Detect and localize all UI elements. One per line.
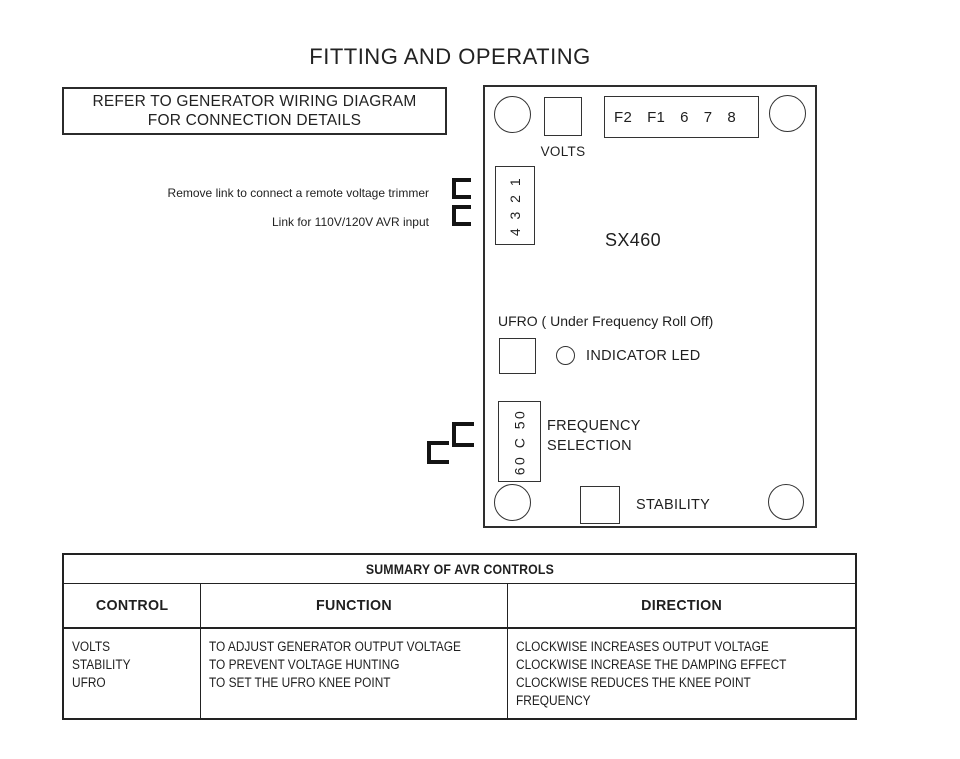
function-volts: TO ADJUST GENERATOR OUTPUT VOLTAGE — [209, 639, 461, 654]
model-label: SX460 — [605, 230, 662, 250]
page-title: FITTING AND OPERATING — [309, 44, 591, 69]
mounting-hole-top-right-icon — [769, 95, 806, 132]
header-function-label: FUNCTION — [316, 597, 392, 614]
frequency-selection-label: FREQUENCY SELECTION — [547, 416, 641, 456]
function-ufro: TO SET THE UFRO KNEE POINT — [209, 675, 391, 690]
indicator-led-icon — [556, 346, 575, 365]
frequency-terminal-labels: 60 C 50 — [511, 408, 528, 475]
mounting-hole-bottom-left-icon — [494, 484, 531, 521]
stability-potentiometer-icon — [580, 486, 620, 524]
control-column-cell: VOLTS STABILITY UFRO — [64, 629, 200, 718]
direction-column-cell: CLOCKWISE INCREASES OUTPUT VOLTAGE CLOCK… — [507, 629, 869, 718]
table-title-row: SUMMARY OF AVR CONTROLS — [64, 555, 855, 584]
header-cell-direction: DIRECTION — [507, 584, 855, 627]
ufro-heading: UFRO ( Under Frequency Roll Off) — [498, 313, 714, 329]
avr-input-link-note: Link for 110V/120V AVR input — [272, 215, 429, 229]
table-header-row: CONTROL FUNCTION DIRECTION — [64, 584, 855, 629]
wiring-notice-line2: FOR CONNECTION DETAILS — [147, 112, 362, 129]
header-cell-control: CONTROL — [64, 584, 200, 627]
control-volts: VOLTS — [72, 639, 111, 654]
table-title: SUMMARY OF AVR CONTROLS — [365, 561, 554, 577]
frequency-link-jumper-icon — [427, 441, 449, 464]
sensing-terminal-strip: 4 3 2 1 — [495, 166, 535, 245]
volts-label: VOLTS — [540, 144, 586, 159]
direction-stability: CLOCKWISE INCREASE THE DAMPING EFFECT — [516, 657, 787, 672]
output-terminal-strip: F2 F1 6 7 8 — [604, 96, 759, 138]
summary-of-avr-controls-table: SUMMARY OF AVR CONTROLS CONTROL FUNCTION… — [62, 553, 857, 720]
link-jumper-icon — [452, 205, 471, 226]
frequency-selection-line1: FREQUENCY — [547, 418, 641, 434]
wiring-notice-line1: REFER TO GENERATOR WIRING DIAGRAM — [92, 93, 417, 110]
direction-volts: CLOCKWISE INCREASES OUTPUT VOLTAGE — [516, 639, 769, 654]
frequency-terminal-strip: 60 C 50 — [498, 401, 541, 482]
direction-ufro: CLOCKWISE REDUCES THE KNEE POINT FREQUEN… — [516, 675, 751, 708]
frequency-selection-line2: SELECTION — [547, 438, 632, 454]
mounting-hole-bottom-right-icon — [768, 484, 804, 520]
ufro-potentiometer-icon — [499, 338, 536, 374]
header-control-label: CONTROL — [95, 597, 169, 614]
frequency-link-jumper-icon — [452, 422, 474, 447]
indicator-led-label: INDICATOR LED — [586, 348, 701, 364]
header-direction-label: DIRECTION — [641, 597, 722, 614]
terminal-6: 6 — [680, 108, 689, 126]
function-stability: TO PREVENT VOLTAGE HUNTING — [209, 657, 400, 672]
wiring-notice-box: REFER TO GENERATOR WIRING DIAGRAM FOR CO… — [62, 87, 447, 135]
header-cell-function: FUNCTION — [200, 584, 507, 627]
terminal-7: 7 — [703, 108, 713, 126]
volts-potentiometer-icon — [544, 97, 582, 136]
control-stability: STABILITY — [72, 657, 131, 672]
sensing-terminal-numbers: 4 3 2 1 — [507, 175, 524, 236]
stability-label: STABILITY — [636, 497, 711, 513]
table-body-row: VOLTS STABILITY UFRO TO ADJUST GENERATOR… — [64, 629, 855, 718]
terminal-f2: F2 — [614, 108, 633, 126]
control-ufro: UFRO — [72, 675, 106, 690]
remote-trimmer-note: Remove link to connect a remote voltage … — [167, 186, 429, 200]
terminal-f1: F1 — [647, 108, 666, 126]
function-column-cell: TO ADJUST GENERATOR OUTPUT VOLTAGE TO PR… — [200, 629, 507, 718]
terminal-8: 8 — [727, 108, 736, 126]
link-jumper-icon — [452, 178, 471, 199]
avr-board-outline: VOLTS F2 F1 6 7 8 4 3 2 1 SX460 UFRO ( U… — [483, 85, 817, 528]
mounting-hole-top-left-icon — [494, 96, 531, 133]
